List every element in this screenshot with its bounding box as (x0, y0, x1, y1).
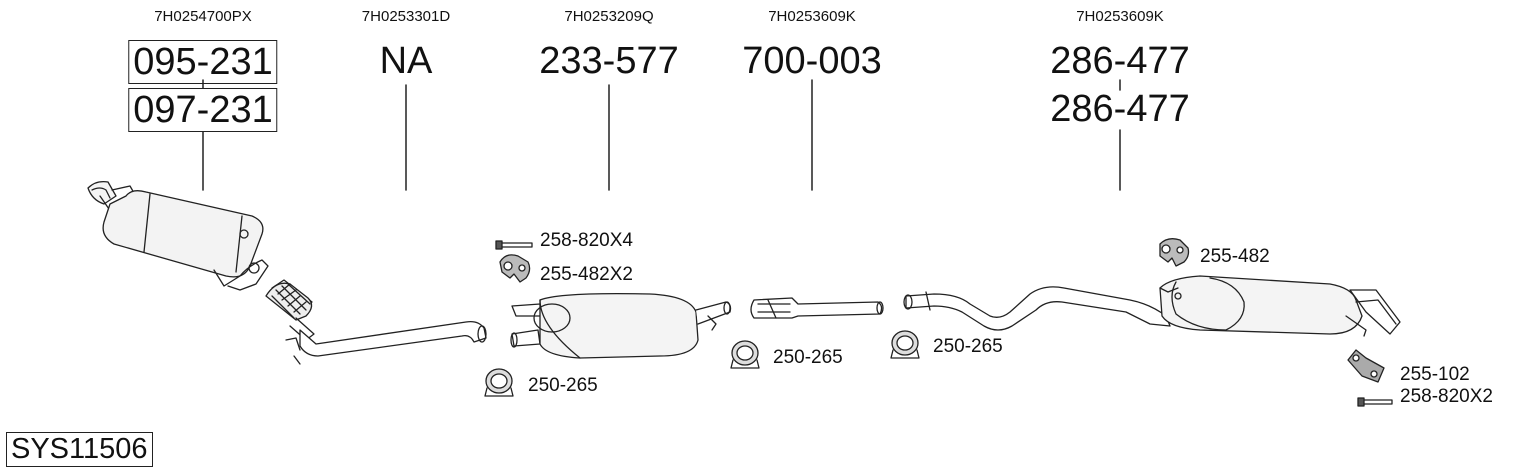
rear-pipe (903, 286, 1171, 331)
oem-number-rear-silencer: 7H0253609K (1076, 8, 1164, 25)
accessory-label-clamp-a: 250-265 (528, 375, 598, 396)
part-number-rear-silencer-2: 286-477 (1050, 88, 1190, 130)
accessory-label-clamp-c: 250-265 (933, 336, 1003, 357)
part-number-dpf-1: 095-231 (128, 40, 278, 84)
accessory-label-bracket: 255-102 (1400, 364, 1470, 385)
part-number-front-pipe: NA (379, 40, 433, 82)
accessory-label-bolt-b: 258-820X2 (1400, 386, 1493, 407)
oem-number-intermediate-pipe: 7H0253609K (768, 8, 856, 25)
leader-lines (202, 79, 1121, 191)
part-number-intermediate-pipe: 700-003 (742, 40, 882, 82)
front-pipe (265, 279, 487, 365)
clamp-icon-b (730, 340, 760, 369)
system-code: SYS11506 (6, 432, 153, 467)
clamp-icon-c (890, 330, 920, 359)
middle-silencer (510, 292, 732, 359)
diesel-particulate-filter (87, 180, 269, 291)
accessory-label-bolt-a: 258-820X4 (540, 230, 633, 251)
oem-number-dpf: 7H0254700PX (154, 8, 252, 25)
clamp-icon-a (484, 368, 514, 397)
accessory-label-hanger-a: 255-482X2 (540, 264, 633, 285)
bolt-icon-a (495, 240, 533, 250)
oem-number-middle-silencer: 7H0253209Q (564, 8, 654, 25)
bracket-icon (1347, 349, 1385, 383)
intermediate-pipe (750, 297, 884, 319)
accessory-label-clamp-b: 250-265 (773, 347, 843, 368)
part-number-middle-silencer: 233-577 (539, 40, 679, 82)
bolt-icon-b (1357, 397, 1393, 407)
rear-silencer (1159, 275, 1401, 337)
rubber-hanger-icon-b (1159, 238, 1190, 267)
rubber-hanger-icon-a (499, 254, 531, 283)
part-number-rear-silencer-1: 286-477 (1050, 40, 1190, 82)
accessory-label-hanger-b: 255-482 (1200, 246, 1270, 267)
oem-number-front-pipe: 7H0253301D (361, 8, 451, 25)
